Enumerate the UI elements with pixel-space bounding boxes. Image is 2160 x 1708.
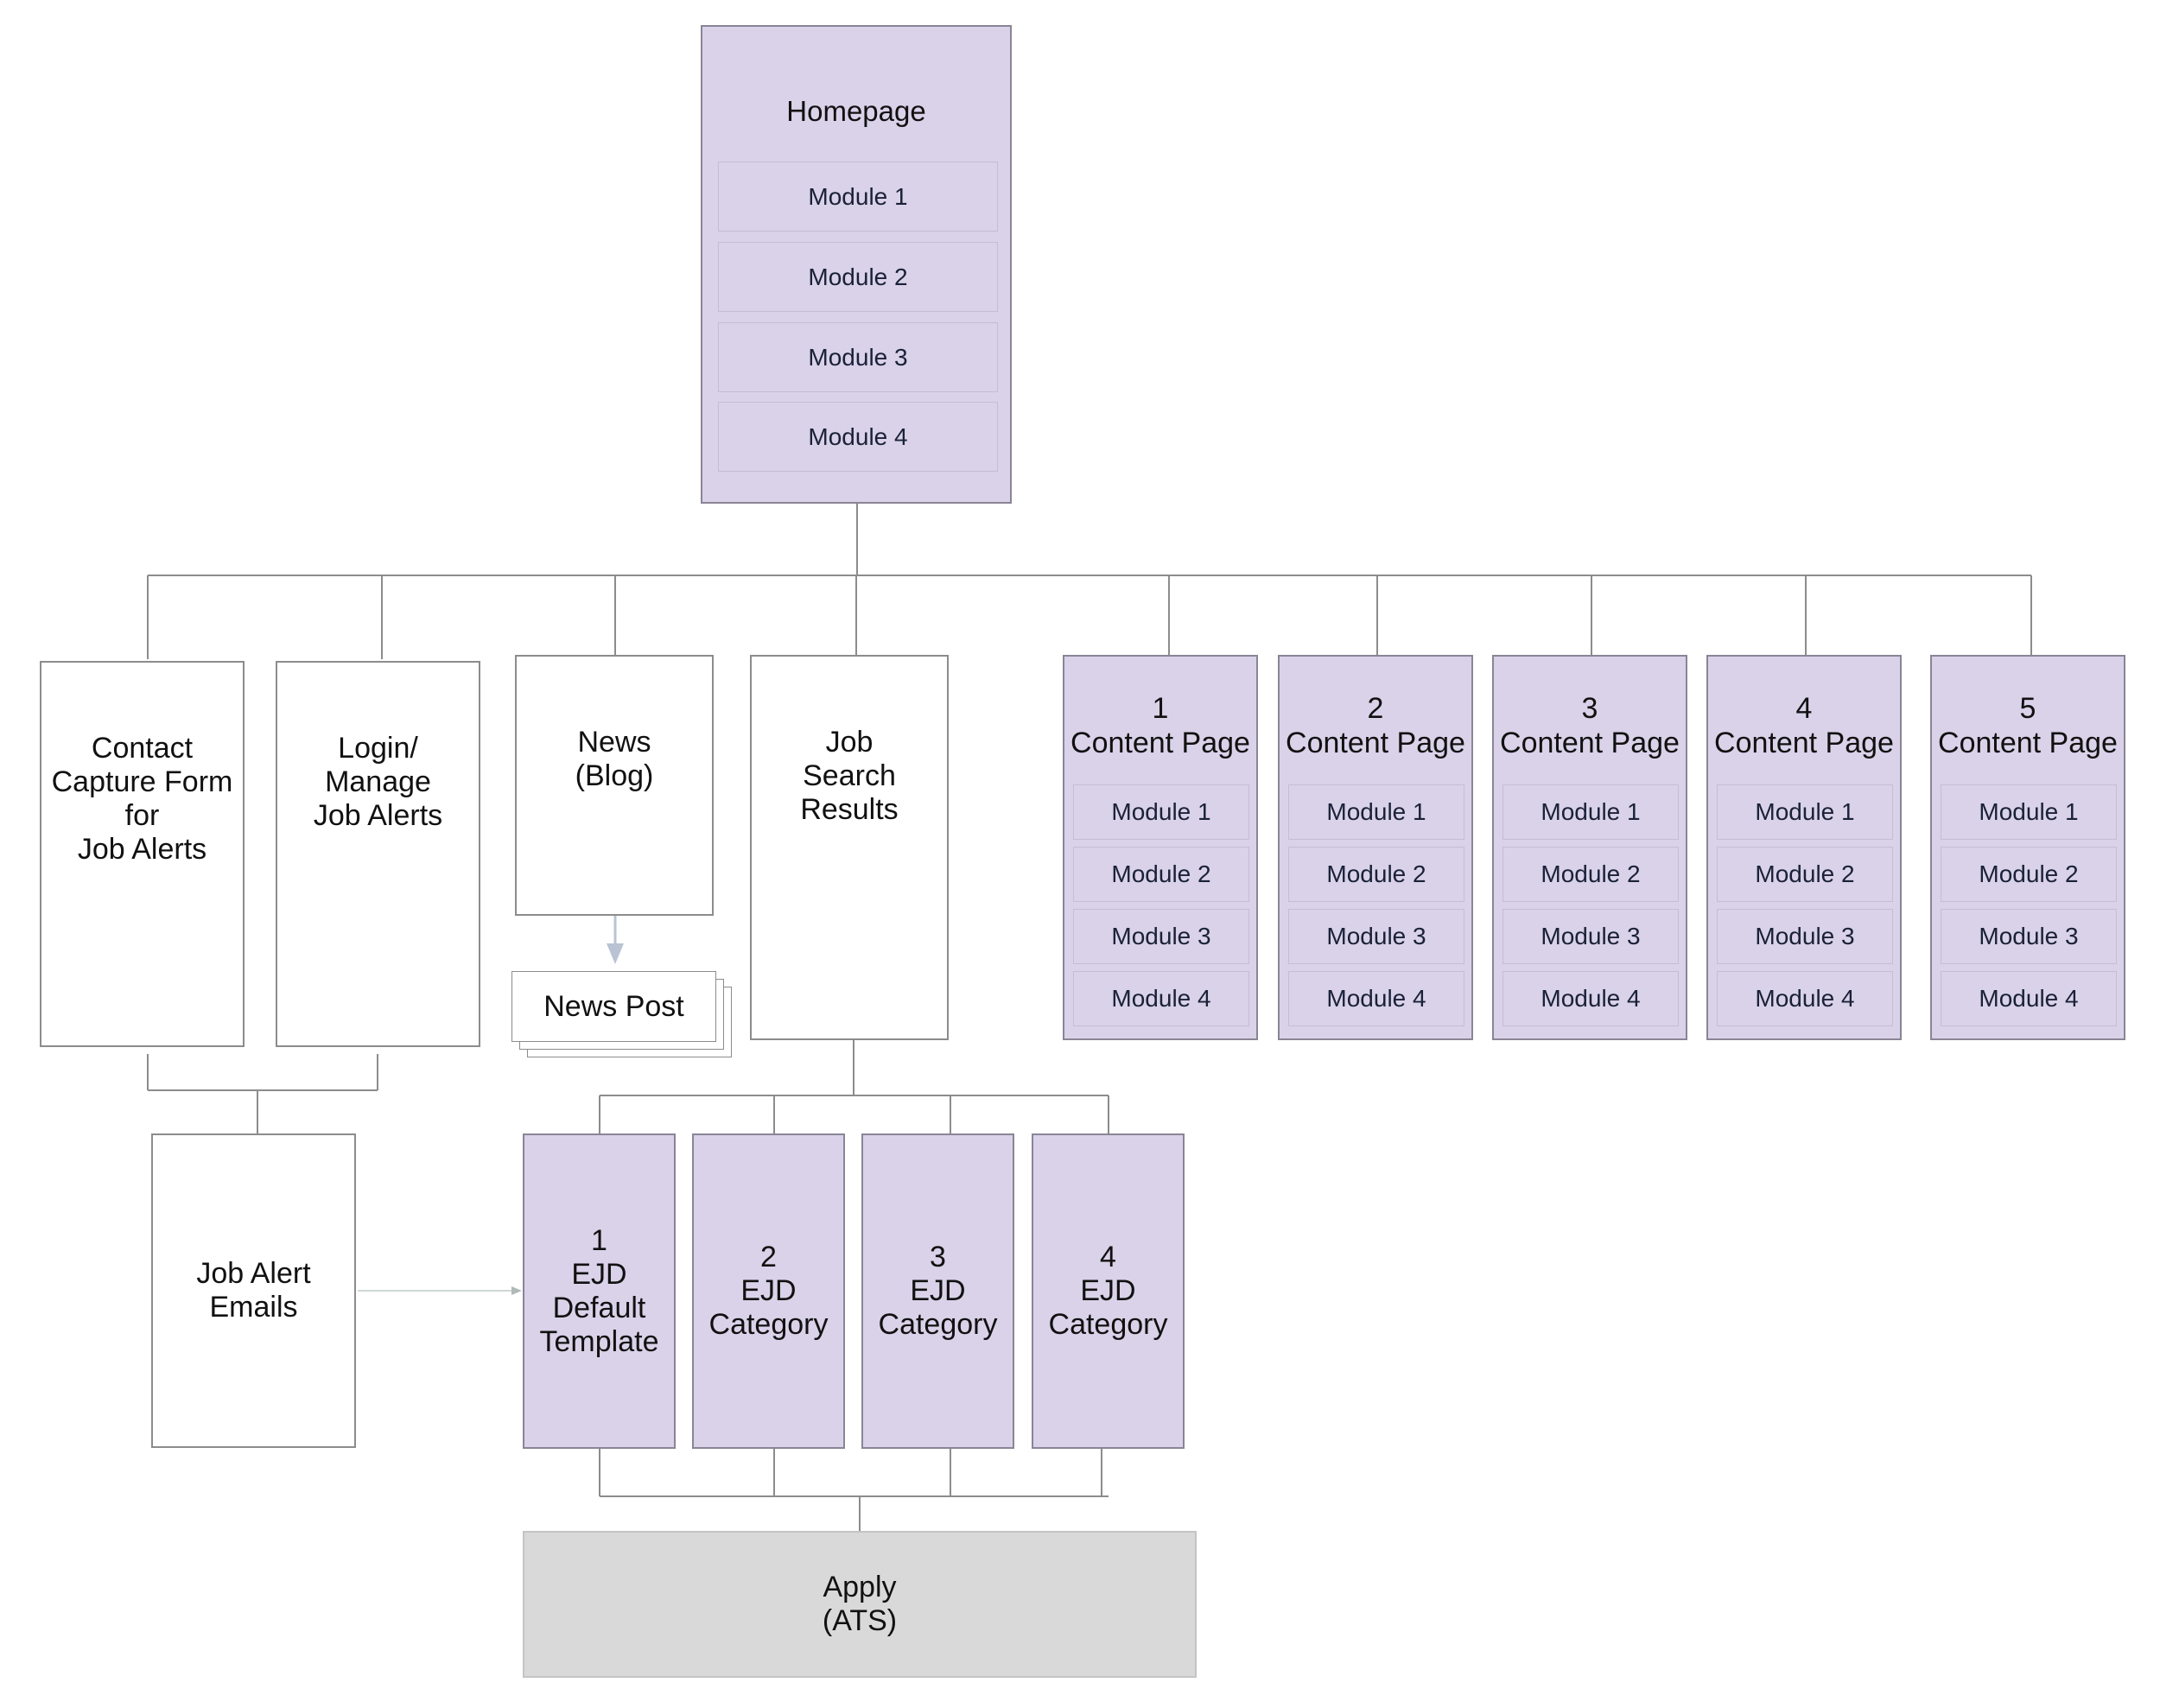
job-search-results-label: Job Search Results [800, 726, 899, 826]
content-page-2-title: Content Page [1286, 727, 1465, 759]
content-page-3-module-1[interactable]: Module 1 [1502, 784, 1679, 840]
job-search-results-box[interactable]: Job Search Results [750, 655, 949, 1040]
homepage-module-1[interactable]: Module 1 [718, 162, 998, 232]
news-blog-label: News (Blog) [575, 726, 654, 792]
ejd-category-2-label: 2 EJD Category [708, 1241, 829, 1341]
content-page-4-title: Content Page [1714, 727, 1894, 759]
content-page-5-title: Content Page [1938, 727, 2118, 759]
ejd-default-template-label: 1 EJD Default Template [539, 1223, 659, 1358]
content-page-2-box[interactable]: 2 Content Page Module 1 Module 2 Module … [1278, 655, 1473, 1040]
contact-capture-form-label: Contact Capture Form for Job Alerts [51, 732, 233, 866]
content-page-1-module-2[interactable]: Module 2 [1073, 847, 1249, 902]
ejd-category-3-label: 3 EJD Category [878, 1241, 998, 1341]
content-page-1-number: 1 [1152, 692, 1169, 725]
content-page-1-module-4[interactable]: Module 4 [1073, 971, 1249, 1026]
news-blog-box[interactable]: News (Blog) [515, 655, 714, 916]
ejd-category-2-box[interactable]: 2 EJD Category [692, 1133, 845, 1449]
homepage-box[interactable]: Homepage Module 1 Module 2 Module 3 Modu… [701, 25, 1012, 504]
homepage-module-2[interactable]: Module 2 [718, 242, 998, 312]
content-page-1-module-1[interactable]: Module 1 [1073, 784, 1249, 840]
content-page-4-number: 4 [1795, 692, 1813, 725]
content-page-1-title: Content Page [1070, 727, 1250, 759]
ejd-default-template-box[interactable]: 1 EJD Default Template [523, 1133, 676, 1449]
arrow-head-icon [511, 1286, 522, 1295]
login-manage-job-alerts-box[interactable]: Login/ Manage Job Alerts [276, 661, 480, 1047]
homepage-module-4[interactable]: Module 4 [718, 402, 998, 472]
content-page-1-module-3[interactable]: Module 3 [1073, 909, 1249, 964]
content-page-5-module-3[interactable]: Module 3 [1941, 909, 2117, 964]
content-page-1-box[interactable]: 1 Content Page Module 1 Module 2 Module … [1063, 655, 1258, 1040]
content-page-3-box[interactable]: 3 Content Page Module 1 Module 2 Module … [1492, 655, 1687, 1040]
homepage-module-3[interactable]: Module 3 [718, 322, 998, 392]
content-page-2-module-2[interactable]: Module 2 [1288, 847, 1464, 902]
content-page-4-module-3[interactable]: Module 3 [1717, 909, 1893, 964]
content-page-5-box[interactable]: 5 Content Page Module 1 Module 2 Module … [1930, 655, 2125, 1040]
content-page-4-box[interactable]: 4 Content Page Module 1 Module 2 Module … [1706, 655, 1902, 1040]
content-page-3-module-3[interactable]: Module 3 [1502, 909, 1679, 964]
content-page-5-number: 5 [2019, 692, 2036, 725]
ejd-category-4-label: 4 EJD Category [1048, 1241, 1168, 1341]
content-page-5-module-1[interactable]: Module 1 [1941, 784, 2117, 840]
job-alert-emails-label: Job Alert Emails [196, 1257, 311, 1324]
news-post-label: News Post [543, 989, 684, 1023]
contact-capture-form-box[interactable]: Contact Capture Form for Job Alerts [40, 661, 245, 1047]
apply-ats-box[interactable]: Apply (ATS) [523, 1531, 1197, 1678]
content-page-2-number: 2 [1367, 692, 1384, 725]
content-page-3-module-2[interactable]: Module 2 [1502, 847, 1679, 902]
arrow-head-icon [607, 943, 624, 964]
content-page-3-number: 3 [1581, 692, 1598, 725]
login-manage-job-alerts-label: Login/ Manage Job Alerts [313, 732, 443, 832]
homepage-title: Homepage [786, 95, 926, 127]
content-page-2-module-1[interactable]: Module 1 [1288, 784, 1464, 840]
content-page-4-module-4[interactable]: Module 4 [1717, 971, 1893, 1026]
content-page-5-module-4[interactable]: Module 4 [1941, 971, 2117, 1026]
content-page-3-module-4[interactable]: Module 4 [1502, 971, 1679, 1026]
job-alert-emails-box[interactable]: Job Alert Emails [151, 1133, 356, 1448]
content-page-3-title: Content Page [1500, 727, 1680, 759]
news-post-box[interactable]: News Post [511, 971, 716, 1042]
ejd-category-4-box[interactable]: 4 EJD Category [1032, 1133, 1185, 1449]
content-page-4-module-2[interactable]: Module 2 [1717, 847, 1893, 902]
content-page-2-module-4[interactable]: Module 4 [1288, 971, 1464, 1026]
ejd-category-3-box[interactable]: 3 EJD Category [861, 1133, 1014, 1449]
content-page-2-module-3[interactable]: Module 3 [1288, 909, 1464, 964]
apply-ats-label: Apply (ATS) [822, 1571, 898, 1637]
content-page-4-module-1[interactable]: Module 1 [1717, 784, 1893, 840]
content-page-5-module-2[interactable]: Module 2 [1941, 847, 2117, 902]
